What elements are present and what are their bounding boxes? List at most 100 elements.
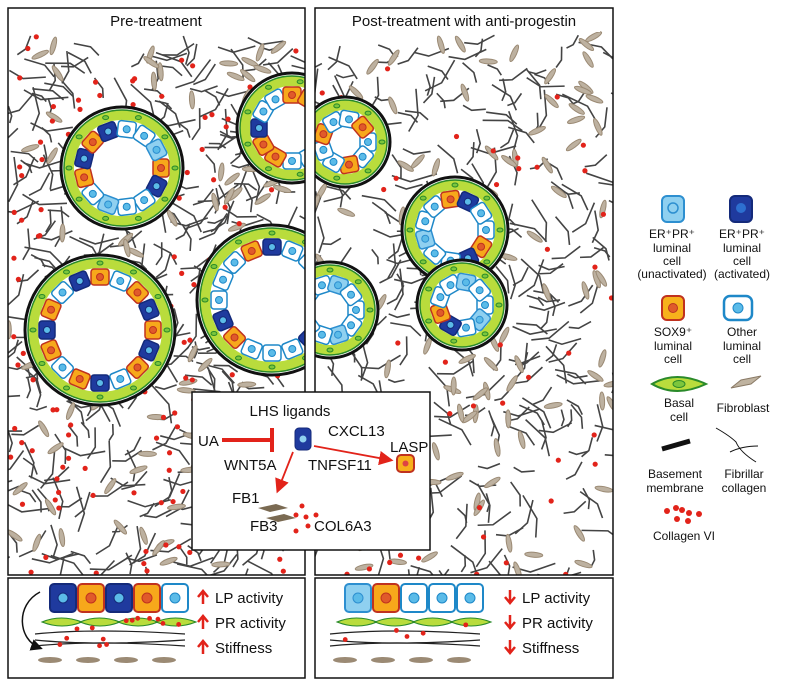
legend-collagen-vi: Collagen VI xyxy=(653,505,715,543)
wnt5a-label: WNT5A xyxy=(224,457,277,474)
cell-nucleus xyxy=(104,127,113,136)
collagen-fiber xyxy=(13,156,36,186)
cell-nucleus xyxy=(436,293,445,302)
collagen-fiber xyxy=(184,374,213,386)
collagen-fiber xyxy=(360,354,401,370)
fibroblast xyxy=(506,375,518,392)
collagen-fiber xyxy=(59,557,65,575)
collagen-vi-dot xyxy=(17,75,23,81)
collagen-fiber xyxy=(74,491,91,518)
collagen-vi-dot xyxy=(534,164,540,170)
collagen-fiber xyxy=(513,466,535,473)
collagen-fiber xyxy=(507,92,523,107)
collagen-fiber xyxy=(44,82,74,97)
collagen-vi-dot xyxy=(39,156,45,163)
collagen-vi-dot xyxy=(104,642,109,647)
cell-nucleus xyxy=(75,374,84,383)
collagen-fiber xyxy=(30,122,73,132)
collagen-fiber xyxy=(262,48,294,66)
collagen-vi-dot xyxy=(11,334,17,340)
down-arrow-icon xyxy=(504,615,516,630)
cell-nucleus xyxy=(352,306,360,314)
collagen-fiber xyxy=(567,373,588,379)
collagen-vi-dot xyxy=(131,490,137,496)
lhs-ligands-inset: LHS ligands UA CXCL13 LASP WNT5A TNFSF11… xyxy=(191,391,431,551)
cell-nucleus xyxy=(116,277,125,286)
collagen-fiber xyxy=(162,42,195,56)
collagen-fiber xyxy=(351,353,363,380)
collagen-fiber xyxy=(555,46,563,68)
fibroblast xyxy=(211,192,219,212)
collagen-fiber xyxy=(451,347,474,377)
collagen-vi-dot xyxy=(191,281,197,288)
basal-nucleus xyxy=(102,115,110,121)
cell-nucleus xyxy=(430,202,439,211)
collagen-fiber xyxy=(247,36,284,46)
basal-nucleus xyxy=(161,134,169,140)
collagen-vi-dot xyxy=(93,570,99,575)
collagen-fiber xyxy=(328,56,358,80)
fibroblast xyxy=(176,387,196,394)
collagen-vi-dot xyxy=(100,636,106,642)
collagen-fiber xyxy=(112,524,128,533)
collagen-fiber xyxy=(50,524,58,559)
collagen-fiber xyxy=(475,128,482,154)
collagen-vi-dot xyxy=(166,467,172,473)
cell-nucleus xyxy=(288,344,297,353)
cell-nucleus xyxy=(169,592,181,604)
basal-nucleus xyxy=(265,84,272,90)
collagen-vi-dot xyxy=(490,148,496,154)
basal-nucleus xyxy=(244,141,252,147)
cell-nucleus xyxy=(247,247,256,256)
fibroblast xyxy=(606,396,613,413)
cell-nucleus xyxy=(152,145,161,154)
collagen-fiber xyxy=(571,202,596,233)
cell-nucleus xyxy=(347,321,356,330)
cell-nucleus xyxy=(304,97,305,102)
collagen-fiber xyxy=(538,422,573,434)
collagen-vi-dot xyxy=(163,542,169,548)
basal-nucleus xyxy=(102,215,110,221)
cell-nucleus xyxy=(305,322,312,329)
collagen-fiber xyxy=(604,454,613,457)
cell-nucleus xyxy=(88,189,97,198)
collagen-fiber xyxy=(503,554,511,575)
collagen-fiber xyxy=(8,430,23,432)
collagen-fiber xyxy=(526,76,565,88)
collagen-fiber xyxy=(540,420,547,450)
collagen-vi-dot xyxy=(474,571,480,575)
collagen-fiber xyxy=(499,129,515,149)
pre-treatment-summary-cells xyxy=(34,583,198,663)
collagen-vi-dot xyxy=(453,133,460,140)
fibroblast xyxy=(509,44,520,62)
collagen-vi-dot xyxy=(384,66,391,72)
collagen-vi-dot xyxy=(64,635,70,641)
collagen-vi-dot xyxy=(143,548,149,555)
collagen-fiber xyxy=(8,479,13,483)
fibroblast xyxy=(595,270,608,287)
basal-nucleus xyxy=(451,182,459,188)
cell-nucleus xyxy=(47,305,56,314)
collagen-vi-dot xyxy=(563,571,569,575)
collagen-fiber xyxy=(290,55,305,64)
collagen-vi-dot xyxy=(54,476,60,482)
collagen-fiber xyxy=(218,184,231,225)
collagen-vi-dot xyxy=(56,505,62,511)
collagen-fiber xyxy=(67,51,92,74)
collagen-fiber xyxy=(434,404,471,418)
basal-cell xyxy=(154,617,198,627)
collagen-fiber xyxy=(501,78,507,102)
collagen-fiber xyxy=(208,142,227,149)
collagen-vi-dot xyxy=(170,498,176,505)
collagen-vi-dot xyxy=(476,505,483,511)
basal-nucleus xyxy=(483,259,491,265)
fibroblast xyxy=(31,49,49,60)
collagen-fiber xyxy=(50,554,84,575)
collagen-fiber xyxy=(425,74,431,96)
collagen-fiber xyxy=(402,148,431,155)
collagen-fiber xyxy=(177,121,191,138)
cell-nucleus xyxy=(88,138,97,147)
cell-nucleus xyxy=(230,333,239,342)
basal-nucleus xyxy=(326,347,334,353)
